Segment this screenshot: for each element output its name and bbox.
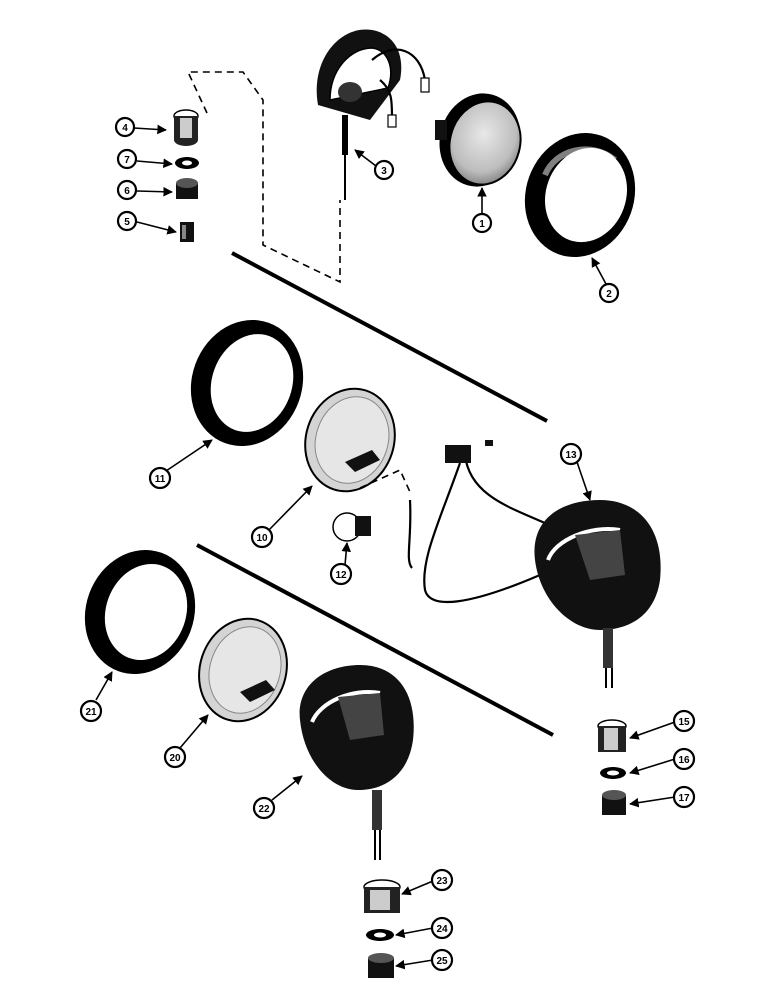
callout-15: 15 [672,709,696,733]
part-21-retaining-ring [84,549,196,675]
part-23-spacer [363,879,401,913]
svg-text:5: 5 [124,217,130,228]
part-7-washer [175,157,199,169]
callout-6: 6 [116,179,138,201]
callout-25: 25 [430,948,454,972]
wire-middle-left [407,499,413,569]
svg-text:2: 2 [606,289,612,300]
part-22-lamp-housing [299,665,414,860]
leader-7 [136,158,173,169]
bulb-dashed-path [359,468,411,493]
part-12-bulb [332,512,371,542]
leader-13 [576,461,592,501]
callout-3: 3 [373,159,395,181]
callout-13: 13 [559,442,583,466]
separator-line-top [231,251,548,423]
callout-24: 24 [430,916,454,940]
svg-text:15: 15 [678,717,690,728]
callout-5: 5 [116,210,138,232]
leader-2 [591,257,607,285]
svg-text:16: 16 [678,755,690,766]
callout-4: 4 [114,116,136,138]
leader-12 [341,542,351,566]
leader-24 [395,927,434,939]
callout-1: 1 [471,212,493,234]
svg-text:6: 6 [124,186,130,197]
svg-text:7: 7 [124,155,130,166]
svg-text:12: 12 [335,570,347,581]
svg-text:4: 4 [122,123,128,134]
leader-20 [179,714,209,749]
callout-16: 16 [672,747,696,771]
callout-12: 12 [329,562,353,586]
part-20-sealed-beam [198,617,288,723]
part-17-nut [602,790,626,815]
svg-text:21: 21 [85,707,97,718]
separator-line-bottom [196,543,554,737]
svg-text:11: 11 [155,474,166,485]
part-5-screw [180,222,194,242]
leader-4 [133,124,167,135]
callout-22: 22 [252,796,276,820]
leader-11 [165,439,213,472]
leader-5 [136,221,177,235]
svg-text:17: 17 [678,793,690,804]
svg-text:23: 23 [436,876,448,887]
callout-17: 17 [672,785,696,809]
leader-22 [271,775,303,801]
part-11-retaining-ring [190,319,304,447]
leader-16 [629,758,676,776]
svg-text:25: 25 [436,956,448,967]
part-2-retaining-ring [524,132,636,258]
leader-10 [266,485,313,533]
callout-10: 10 [250,525,274,549]
leader-23 [401,880,434,896]
part-4-spacer [173,109,199,146]
svg-text:13: 13 [565,450,577,461]
leader-3 [354,149,377,167]
part-24-washer [366,929,394,941]
svg-text:1: 1 [479,219,485,230]
svg-text:24: 24 [436,924,448,935]
svg-text:20: 20 [169,753,181,764]
part-3-lamp-housing [316,29,430,200]
wire-middle-lower [423,462,541,604]
switch-connector [445,440,493,463]
leader-6 [136,186,173,197]
leader-15 [629,721,676,740]
leader-21 [95,671,113,701]
callout-7: 7 [116,148,138,170]
part-1-sealed-beam [435,93,522,187]
svg-text:10: 10 [256,533,268,544]
part-13-lamp-housing [534,500,661,688]
part-15-spacer [597,719,627,752]
part-25-nut [368,953,394,978]
leader-25 [395,959,434,970]
assembly-dashed-path [186,71,341,284]
svg-text:22: 22 [258,804,270,815]
callout-2: 2 [598,282,620,304]
callout-23: 23 [430,868,454,892]
svg-text:3: 3 [381,166,387,177]
callout-11: 11 [148,466,172,490]
part-6-nut [176,178,198,199]
part-16-washer [600,767,626,779]
wire-middle-upper [463,454,561,531]
leader-17 [629,796,676,808]
callout-21: 21 [79,699,103,723]
part-10-sealed-beam [304,387,396,493]
callout-20: 20 [163,745,187,769]
